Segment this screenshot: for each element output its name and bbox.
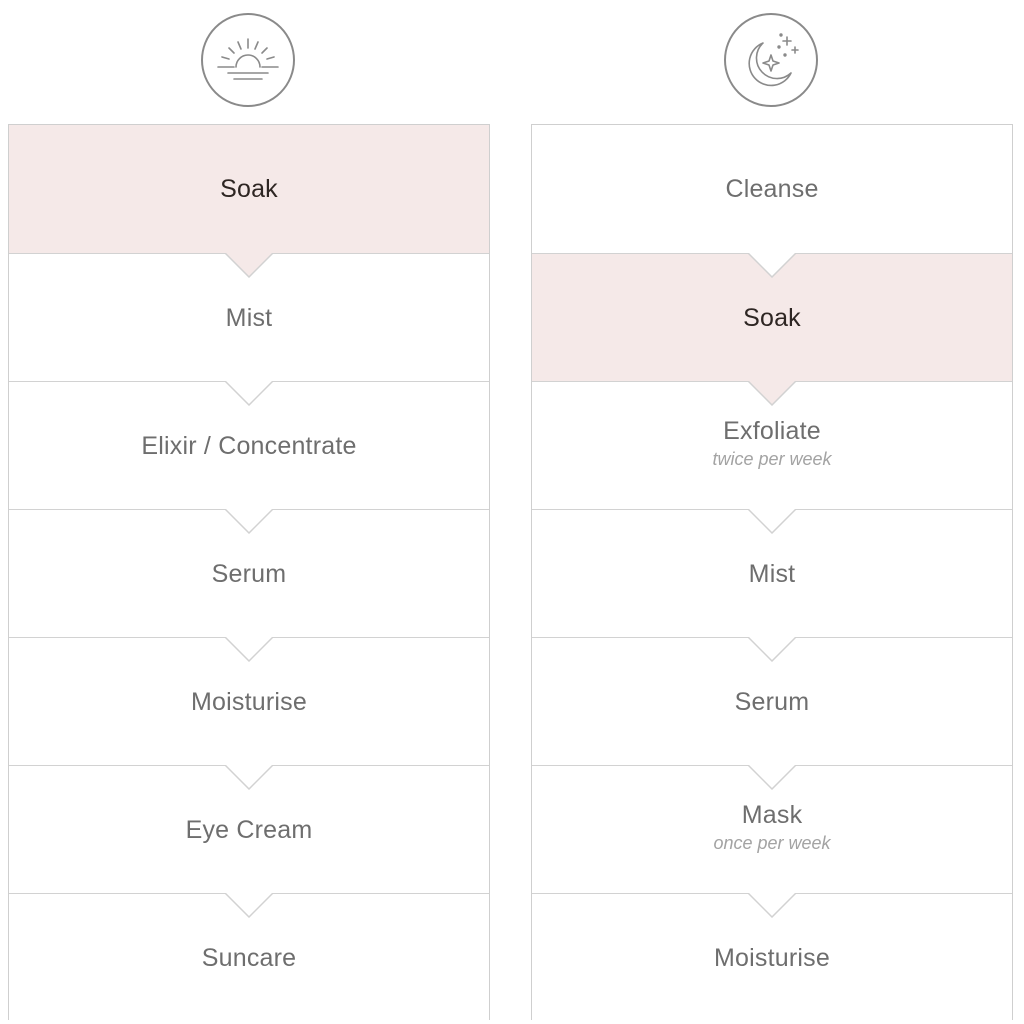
step-item: Exfoliate twice per week [532,381,1012,509]
step-label: Soak [220,175,278,203]
chevron-down-icon [748,253,796,278]
step-label: Moisturise [191,687,307,716]
chevron-down-icon [225,765,273,790]
step-item: Suncare [9,893,489,1021]
chevron-down-icon [748,893,796,918]
step-frequency-note: twice per week [712,448,832,469]
step-label: Mask [741,800,803,829]
chevron-down-icon [225,509,273,534]
step-label: Cleanse [725,175,819,203]
step-item: Cleanse [532,125,1012,253]
step-label: Serum [211,559,287,588]
step-item: Soak [9,125,489,253]
step-label: Exfoliate [723,416,821,445]
step-item: Elixir / Concentrate [9,381,489,509]
chevron-down-icon [225,893,273,918]
step-item: Mask once per week [532,765,1012,893]
step-label: Elixir / Concentrate [141,431,357,460]
chevron-down-icon [225,253,273,278]
moon-stars-icon [724,13,818,107]
step-label: Serum [734,687,810,716]
step-frequency-note: once per week [713,832,831,853]
chevron-down-icon [748,381,796,406]
chevron-down-icon [748,509,796,534]
step-label: Suncare [201,943,297,972]
step-label: Moisturise [714,943,830,972]
chevron-down-icon [748,637,796,662]
step-item: Serum [9,509,489,637]
step-label: Eye Cream [185,815,313,844]
step-item: Moisturise [532,893,1012,1021]
step-label: Mist [225,303,273,332]
step-item: Mist [9,253,489,381]
step-item: Eye Cream [9,765,489,893]
step-item: Mist [532,509,1012,637]
chevron-down-icon [225,381,273,406]
step-item: Moisturise [9,637,489,765]
chevron-down-icon [225,637,273,662]
step-item: Serum [532,637,1012,765]
step-item: Soak [532,253,1012,381]
chevron-down-icon [748,765,796,790]
step-label: Mist [748,559,796,588]
sunrise-icon [201,13,295,107]
step-label: Soak [743,303,801,332]
